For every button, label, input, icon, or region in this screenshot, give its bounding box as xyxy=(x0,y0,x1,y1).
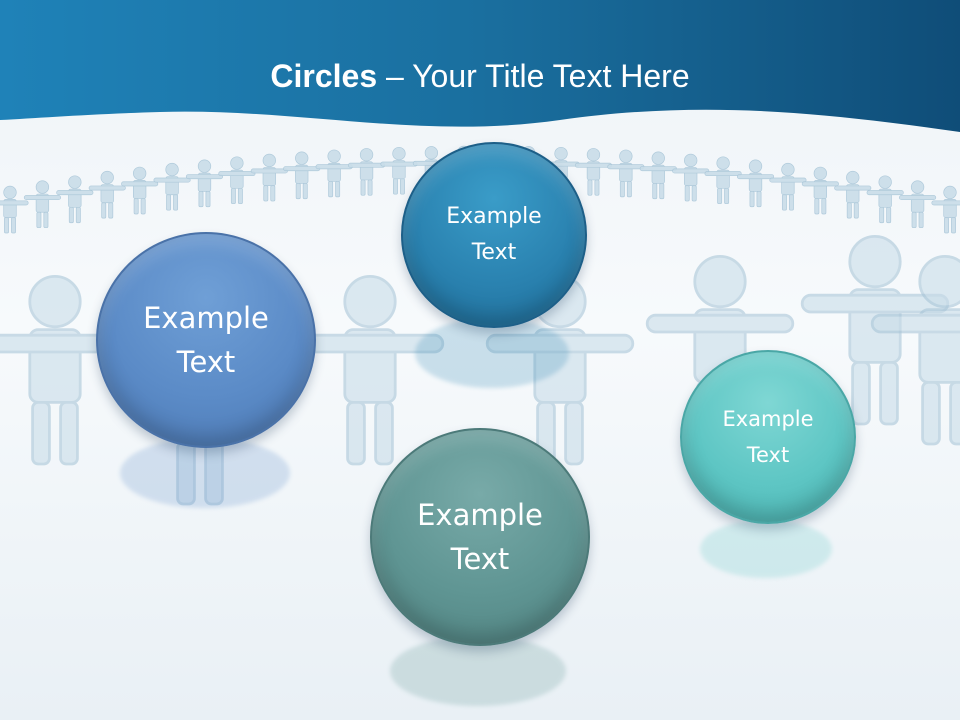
person-figure xyxy=(218,156,256,205)
person-figure xyxy=(704,156,742,205)
person-figure xyxy=(574,148,612,196)
person-figure xyxy=(153,162,191,211)
person-figure xyxy=(899,180,937,229)
circle-text-line2: Text xyxy=(450,542,510,576)
person-figure xyxy=(0,185,29,234)
bubble-reflection xyxy=(700,520,832,578)
person-figure xyxy=(931,185,960,234)
person-figure xyxy=(801,166,839,215)
person-figure xyxy=(639,151,677,200)
person-figure xyxy=(672,153,710,202)
person-figure xyxy=(380,146,418,195)
person-figure xyxy=(56,175,94,224)
header-band xyxy=(0,0,960,132)
person-figure xyxy=(348,148,386,196)
circle-text-line1: Example xyxy=(722,407,814,431)
person-figure xyxy=(121,166,159,215)
title-rest: – Your Title Text Here xyxy=(377,58,690,94)
bubble-reflection xyxy=(390,636,566,706)
person-figure xyxy=(315,149,353,198)
circle-text-line1: Example xyxy=(417,498,543,532)
circle-text-line1: Example xyxy=(446,204,542,229)
person-figure xyxy=(23,180,61,229)
person-figure xyxy=(607,149,645,198)
slide-title: Circles – Your Title Text Here xyxy=(0,56,960,96)
title-bold: Circles xyxy=(270,58,378,94)
circle-text-line1: Example xyxy=(143,301,269,335)
person-figure xyxy=(185,159,224,208)
person-figure xyxy=(769,162,807,211)
person-figure xyxy=(736,159,775,208)
circle-text-line2: Text xyxy=(471,240,517,265)
circle-text-line2: Text xyxy=(176,345,236,379)
person-figure xyxy=(295,274,445,466)
person-figure xyxy=(866,175,904,224)
bubble-reflection xyxy=(415,318,569,388)
circle-text-line2: Text xyxy=(746,443,790,467)
person-figure xyxy=(250,153,288,202)
bubble-reflection xyxy=(120,438,290,508)
person-figure xyxy=(88,170,126,219)
person-figure xyxy=(834,170,872,219)
person-figure xyxy=(283,151,321,200)
